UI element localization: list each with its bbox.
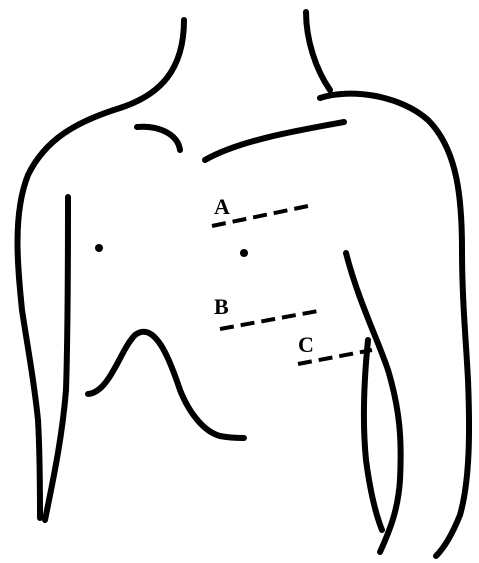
label-c: C <box>298 332 314 357</box>
neck-right-line <box>306 12 330 90</box>
cut-line-b <box>220 311 318 329</box>
body-outline <box>18 12 470 556</box>
left-arm-inner-line <box>45 197 68 520</box>
right-shoulder-line <box>320 94 469 556</box>
left-nipple-dot <box>95 244 103 252</box>
right-nipple-dot <box>240 249 248 257</box>
neck-left-line <box>18 20 185 518</box>
right-arm-inner-line <box>364 340 382 530</box>
label-a: A <box>214 194 230 219</box>
left-breast-line <box>88 332 244 438</box>
right-collarbone-line <box>205 122 344 160</box>
left-collarbone-line <box>137 127 180 150</box>
label-b: B <box>214 294 229 319</box>
